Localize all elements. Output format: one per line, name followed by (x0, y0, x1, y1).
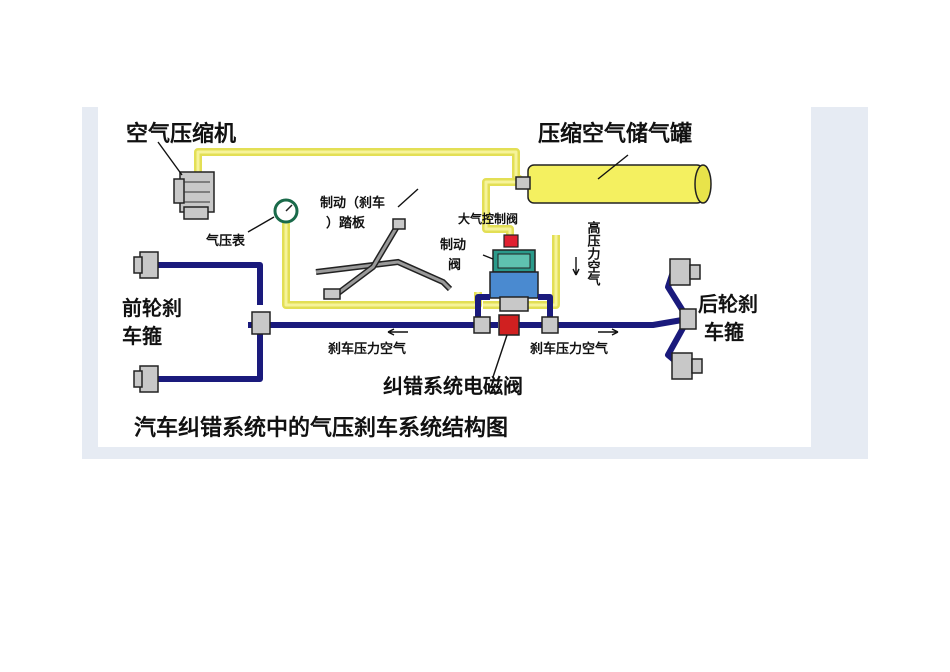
compressor-tank-pipe (194, 148, 527, 186)
pressure-gauge (247, 198, 299, 233)
right-main-pipe (518, 316, 689, 328)
label-high-pressure-air: 高压力空气 (585, 220, 601, 287)
valve-assembly (482, 234, 539, 312)
label-air-compressor: 空气压缩机 (126, 121, 236, 147)
diagram-panel: 空气压缩机 压缩空气储气罐 气压表 制动（刹车 ）踏板 大气控制阀 制动 阀 高… (98, 107, 811, 447)
label-brake-valve-2: 阀 (448, 257, 461, 273)
rear-brake-chambers (669, 258, 703, 380)
label-brake-air-right: 刹车压力空气 (530, 341, 608, 357)
solenoid-body (498, 314, 520, 336)
front-brake-chambers (133, 251, 159, 393)
label-brake-pedal-2: ）踏板 (326, 215, 366, 231)
solenoid-valve (492, 314, 520, 378)
air-tank (515, 154, 712, 204)
front-upper-pipe (158, 262, 263, 305)
rear-lower-chamber (671, 352, 693, 380)
brake-system-diagram: 空气压缩机 压缩空气储气罐 气压表 制动（刹车 ）踏板 大气控制阀 制动 阀 高… (122, 121, 758, 441)
brake-pipes (158, 262, 697, 382)
label-brake-valve-1: 制动 (440, 237, 466, 253)
brake-pedal (315, 188, 453, 300)
label-front-brake-1: 前轮刹 (122, 296, 182, 320)
label-front-brake-2: 车箍 (122, 324, 162, 348)
label-air-tank: 压缩空气储气罐 (538, 121, 692, 147)
label-brake-pedal-1: 制动（刹车 (320, 195, 385, 211)
label-atmospheric-control-valve: 大气控制阀 (458, 211, 518, 226)
rear-tee (679, 308, 697, 330)
label-pressure-gauge: 气压表 (206, 233, 246, 249)
atmospheric-control-valve (503, 234, 519, 248)
front-tee (251, 311, 271, 335)
down-arrow (572, 257, 580, 276)
label-solenoid-valve: 纠错系统电磁阀 (383, 374, 523, 398)
label-brake-air-left: 刹车压力空气 (328, 341, 406, 357)
tank-body (527, 164, 704, 204)
right-arrow (598, 328, 619, 336)
flow-arrows (387, 257, 619, 336)
diagram-frame: 空气压缩机 压缩空气储气罐 气压表 制动（刹车 ）踏板 大气控制阀 制动 阀 高… (82, 107, 868, 459)
left-arrow (387, 328, 408, 336)
rear-upper-chamber (669, 258, 691, 286)
air-compressor (157, 141, 215, 220)
front-lower-pipe (158, 325, 263, 382)
diagram-caption: 汽车纠错系统中的气压刹车系统结构图 (134, 415, 508, 441)
label-rear-brake-1: 后轮刹 (698, 292, 758, 316)
label-rear-brake-2: 车箍 (704, 320, 744, 344)
